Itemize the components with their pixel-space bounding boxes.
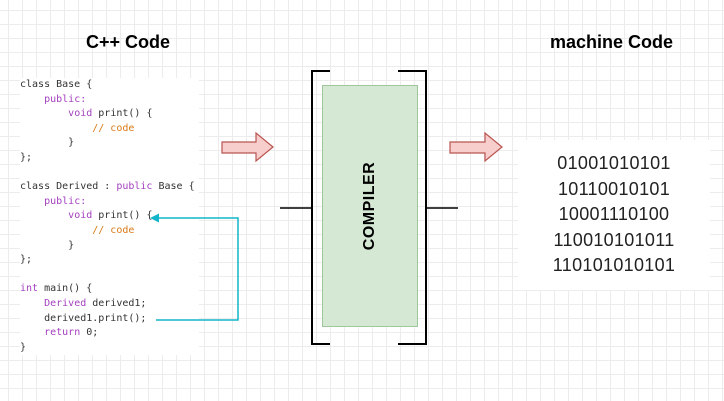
arrow-to-compiler <box>221 131 274 163</box>
machine-code-line: 10001110100 <box>558 204 670 225</box>
code-line: derived1.print(); <box>20 312 195 327</box>
compiler-box: COMPILER <box>322 85 418 327</box>
machine-code-title: machine Code <box>550 32 674 52</box>
code-text: } <box>20 137 75 149</box>
code-line: void print() { <box>20 209 195 224</box>
code-text: derived1.print(); <box>20 312 147 324</box>
code-line: int main() { <box>20 282 195 297</box>
code-text: } <box>20 341 27 353</box>
code-keyword: void <box>68 210 93 222</box>
code-text: } <box>20 239 75 251</box>
code-line: Derived derived1; <box>20 297 195 312</box>
code-text: class Derived : <box>20 181 117 193</box>
code-text: class Base { <box>20 79 93 90</box>
machine-code-line: 01001010101 <box>557 153 671 174</box>
code-line: } <box>20 341 195 356</box>
code-text: 0; <box>80 327 99 339</box>
code-text: derived1; <box>86 297 147 309</box>
code-line: class Derived : public Base { <box>20 180 195 195</box>
call-connector-arrowhead <box>150 213 159 223</box>
machine-code-line: 110101010101 <box>552 255 676 276</box>
arrow-to-machine-code <box>449 131 503 163</box>
code-keyword: void <box>68 108 93 120</box>
code-line: void print() { <box>20 107 195 122</box>
code-line: class Base { <box>20 78 195 93</box>
code-line: // code <box>20 122 195 137</box>
code-text: print() { <box>92 108 153 120</box>
code-comment: // code <box>92 224 135 236</box>
code-line: } <box>20 136 195 151</box>
code-keyword: return <box>44 327 81 339</box>
right-bracket <box>398 70 427 345</box>
code-line: public: <box>20 195 195 210</box>
code-line: return 0; <box>20 326 195 341</box>
cpp-code-title: C++ Code <box>86 32 171 52</box>
code-keyword: int <box>20 283 39 295</box>
code-keyword: public: <box>44 93 87 105</box>
code-text: Base { <box>152 181 195 193</box>
call-connector-line <box>156 217 239 321</box>
code-line: }; <box>20 151 195 166</box>
code-keyword: Derived <box>44 297 87 309</box>
machine-code-box: 01001010101 10110010101 10001110100 1100… <box>518 140 710 290</box>
code-comment: // code <box>92 122 135 134</box>
code-text: main() { <box>38 283 93 295</box>
machine-code-line: 110010101011 <box>553 229 675 250</box>
code-text: }; <box>20 254 33 266</box>
code-keyword: public <box>116 181 153 193</box>
left-bracket <box>311 70 330 345</box>
code-line: } <box>20 239 195 254</box>
machine-code-line: 10110010101 <box>557 178 671 199</box>
code-keyword: public: <box>44 195 87 207</box>
code-line: }; <box>20 253 195 268</box>
code-text: }; <box>20 151 33 163</box>
code-line: // code <box>20 224 195 239</box>
code-line: public: <box>20 93 195 108</box>
code-text: print() { <box>92 210 153 222</box>
cpp-code-block: class Base { public: void print() { // c… <box>20 78 199 356</box>
